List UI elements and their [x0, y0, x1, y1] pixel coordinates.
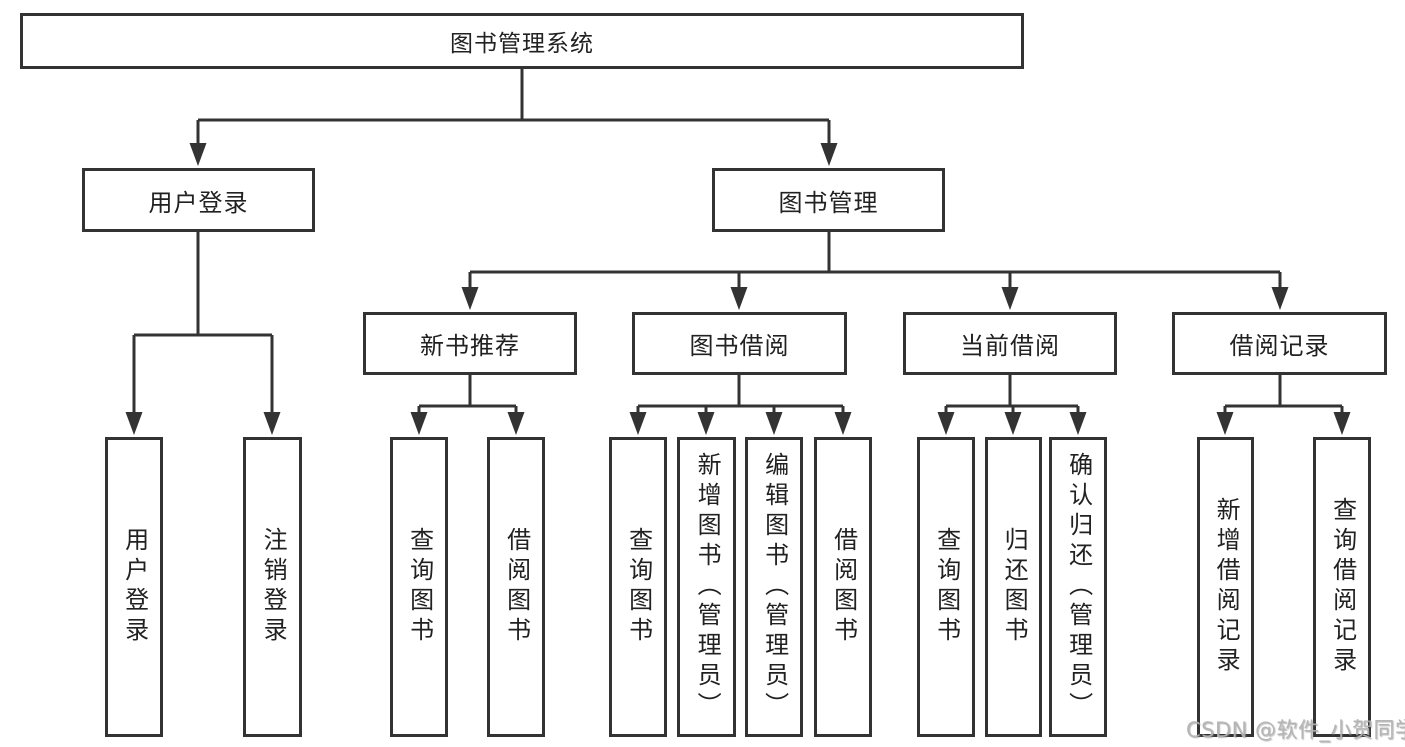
leaf-query-books-borrow: 查询图书 — [609, 437, 667, 737]
node-borrow-records: 借阅记录 — [1172, 312, 1387, 375]
node-book-management: 图书管理 — [712, 168, 945, 232]
leaf-user-login: 用户登录 — [105, 437, 163, 737]
leaf-logout: 注销登录 — [243, 437, 302, 737]
csdn-watermark: CSDN @软件_小贺同学 — [1186, 718, 1405, 742]
leaf-borrow-books-recommend: 借阅图书 — [487, 437, 545, 737]
leaf-query-books-recommend: 查询图书 — [390, 437, 448, 737]
leaf-add-borrow-record: 新增借阅记录 — [1197, 437, 1254, 737]
leaf-borrow-books: 借阅图书 — [814, 437, 872, 737]
node-current-borrow: 当前借阅 — [903, 312, 1117, 375]
leaf-query-books-current: 查询图书 — [917, 437, 975, 737]
node-library-system: 图书管理系统 — [20, 13, 1024, 69]
leaf-confirm-return-admin: 确认归还（管理员） — [1049, 437, 1107, 737]
leaf-edit-books-admin: 编辑图书（管理员） — [745, 437, 803, 737]
node-book-borrow: 图书借阅 — [632, 312, 847, 375]
node-new-book-recommend: 新书推荐 — [363, 312, 577, 375]
leaf-return-books: 归还图书 — [985, 437, 1042, 737]
node-user-login: 用户登录 — [82, 168, 315, 232]
leaf-add-books-admin: 新增图书（管理员） — [677, 437, 736, 737]
leaf-query-borrow-record: 查询借阅记录 — [1313, 437, 1371, 737]
